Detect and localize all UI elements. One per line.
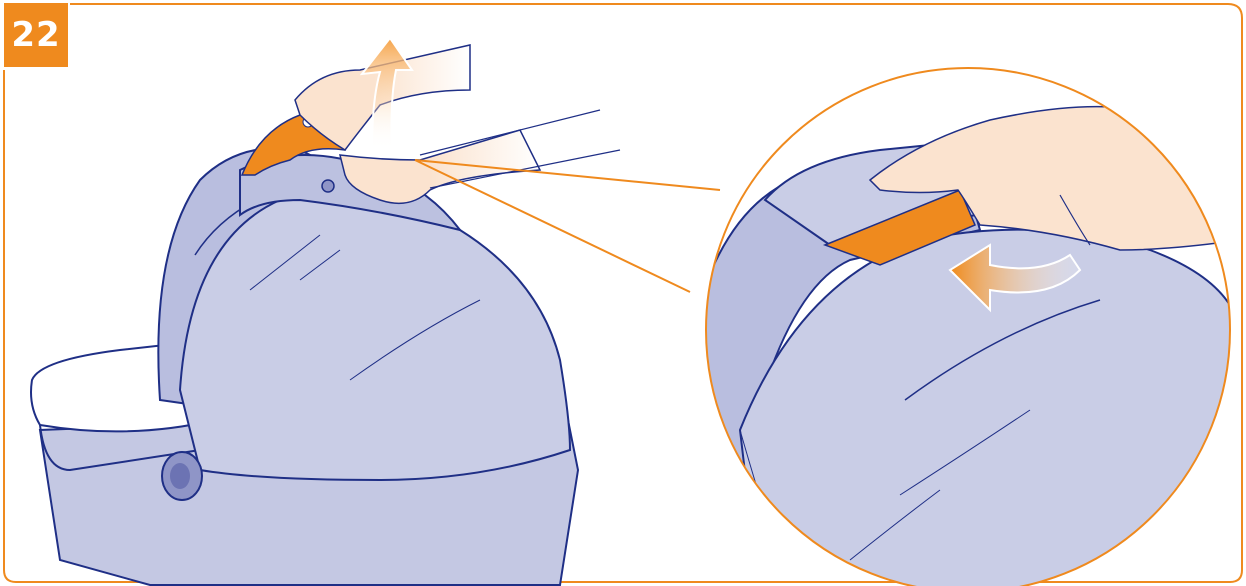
zoom-detail [705,67,1231,586]
zoom-connector [414,159,721,293]
carrycot [30,113,580,586]
handle-strap [822,189,976,266]
panel-border [3,3,1243,583]
curved-arrow-up-icon [359,36,414,151]
step-number-badge: 22 [4,3,68,67]
zoom-circle-outline [705,67,1231,586]
curved-arrow-left-icon [948,243,1082,313]
